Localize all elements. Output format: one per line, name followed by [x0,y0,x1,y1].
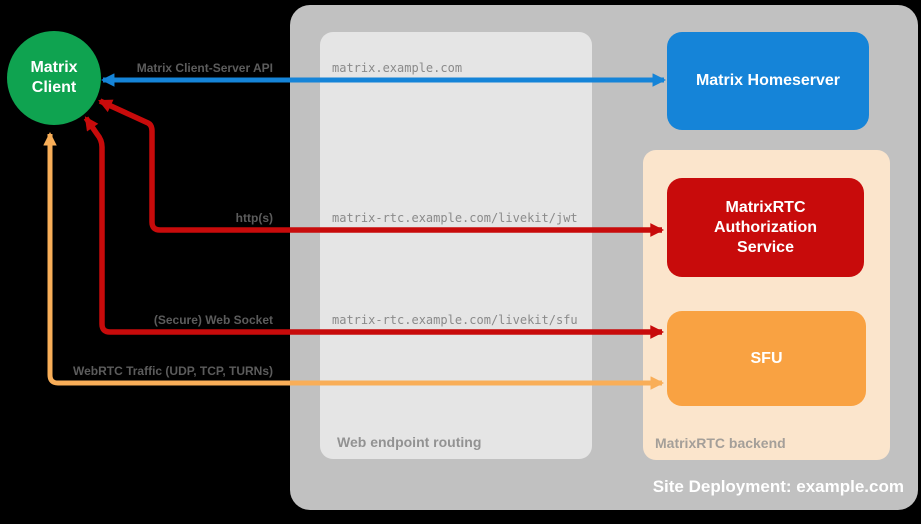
endpoint-livekit-jwt-url: matrix-rtc.example.com/livekit/jwt [332,211,578,225]
matrixrtc-backend-title: MatrixRTC backend [655,435,786,451]
site-deployment-title: Site Deployment: example.com [652,477,904,496]
sfu-node: SFU [667,311,866,406]
web-endpoint-routing-container: Web endpoint routing [320,32,592,459]
web-endpoint-routing-title: Web endpoint routing [337,434,482,450]
authorization-service-node: MatrixRTC Authorization Service [667,178,864,277]
matrix-homeserver-label: Matrix Homeserver [695,72,841,89]
authorization-service-label: MatrixRTC Authorization Service [713,198,818,256]
webrtc-traffic-arrow-label: WebRTC Traffic (UDP, TCP, TURNs) [72,364,273,378]
endpoint-livekit-sfu-url: matrix-rtc.example.com/livekit/sfu [332,313,578,327]
matrix-homeserver-node: Matrix Homeserver [667,32,869,130]
https-arrow-label: http(s) [235,211,273,225]
matrix-client-label: Matrix Client [30,59,78,96]
client-server-api-arrow-label: Matrix Client-Server API [136,61,273,75]
sfu-label: SFU [750,349,783,367]
endpoint-homeserver-url: matrix.example.com [332,61,463,75]
matrix-client-node: Matrix Client [7,31,101,125]
websocket-arrow-label: (Secure) Web Socket [153,313,273,327]
